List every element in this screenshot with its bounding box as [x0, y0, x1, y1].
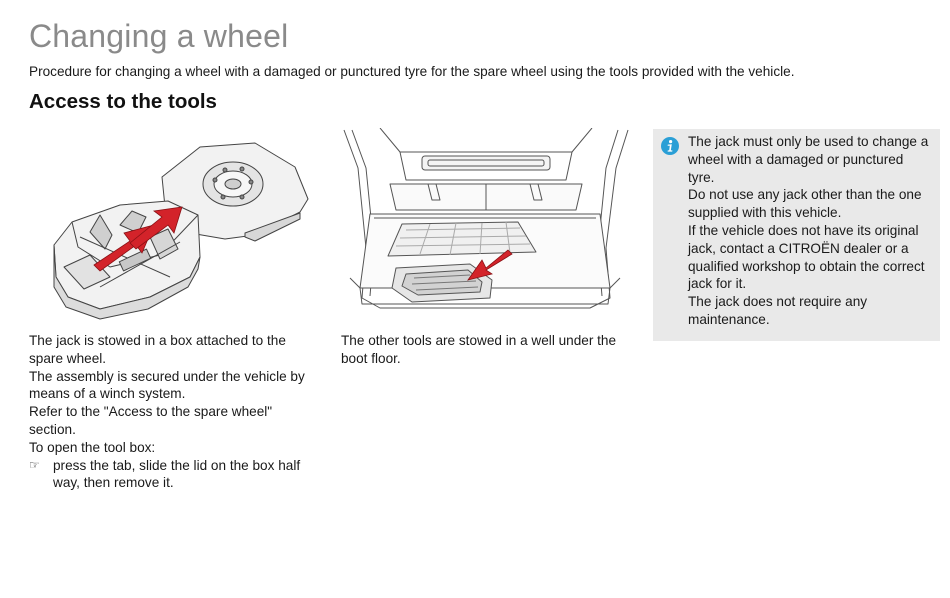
- left-column-text: The jack is stowed in a box attached to …: [29, 332, 319, 492]
- bullet-item: ☞ press the tab, slide the lid on the bo…: [29, 457, 319, 493]
- boot-floor-illustration: [343, 128, 629, 309]
- intro-text: Procedure for changing a wheel with a da…: [29, 64, 795, 79]
- info-icon: [661, 137, 679, 155]
- bullet-text: press the tab, slide the lid on the box …: [53, 457, 301, 491]
- warning-text: The jack must only be used to change a w…: [688, 133, 933, 329]
- middle-column-text: The other tools are stowed in a well und…: [341, 332, 631, 368]
- left-paragraph-4: To open the tool box:: [29, 439, 156, 455]
- section-heading: Access to the tools: [29, 90, 217, 113]
- middle-paragraph: The other tools are stowed in a well und…: [341, 333, 617, 366]
- pointing-hand-icon: ☞: [29, 457, 40, 472]
- warning-paragraph-3: If the vehicle does not have its origina…: [688, 222, 925, 292]
- warning-box: The jack must only be used to change a w…: [653, 129, 940, 341]
- warning-paragraph-2: Do not use any jack other than the one s…: [688, 187, 922, 221]
- warning-paragraph-1: The jack must only be used to change a w…: [688, 134, 929, 185]
- left-paragraph-2: The assembly is secured under the vehicl…: [29, 368, 305, 402]
- page-title: Changing a wheel: [29, 18, 289, 54]
- warning-paragraph-4: The jack does not require any maintenanc…: [688, 294, 868, 327]
- left-paragraph-3: Refer to the "Access to the spare wheel"…: [29, 404, 273, 437]
- left-paragraph-1: The jack is stowed in a box attached to …: [29, 333, 286, 366]
- jack-box-illustration: [53, 142, 309, 320]
